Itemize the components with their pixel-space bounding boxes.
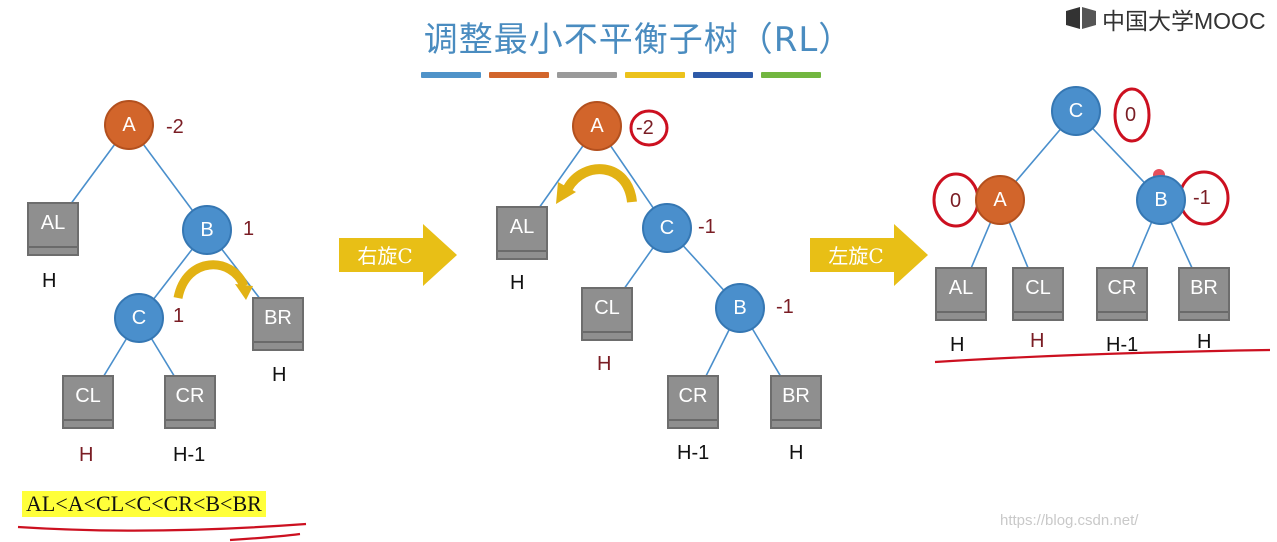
watermark: https://blog.csdn.net/	[1000, 512, 1139, 529]
height-br: H	[272, 364, 287, 386]
annotation-circle	[1113, 87, 1151, 143]
node-c-label: C	[131, 306, 147, 329]
balance-c: 1	[173, 305, 185, 327]
color-bar-segment	[557, 72, 617, 78]
subtree-br: BR	[1178, 267, 1230, 321]
rotate-right-label: 右旋C	[357, 244, 413, 268]
annotation-underline	[934, 348, 1271, 364]
node-c-label: C	[659, 216, 675, 239]
arrow-right-icon	[810, 224, 928, 286]
color-bar-segment	[625, 72, 685, 78]
balance-a: -2	[166, 116, 184, 138]
annotation-underline	[229, 532, 301, 542]
node-c: C	[1051, 86, 1101, 136]
rotate-left-arrow: 左旋C	[808, 222, 930, 288]
subtree-cl-label: CL	[75, 385, 101, 407]
balance-b: -1	[776, 296, 794, 318]
node-b: B	[182, 205, 232, 255]
color-bar-segment	[421, 72, 481, 78]
slide-title: 调整最小不平衡子树（RL）	[423, 20, 854, 60]
balance-c: -1	[698, 216, 716, 238]
rotate-right-arrow: 右旋C	[337, 222, 459, 288]
subtree-cr: CR	[667, 375, 719, 429]
node-a: A	[104, 100, 154, 150]
subtree-cl: CL	[1012, 267, 1064, 321]
node-c: C	[642, 203, 692, 253]
annotation-circle	[629, 109, 669, 147]
balance-a: -2	[636, 117, 654, 139]
rotate-right-curve-icon	[173, 260, 253, 300]
mooc-logo-text: 中国大学MOOC	[1102, 8, 1266, 34]
node-a-label: A	[122, 113, 136, 136]
height-br: H	[1197, 331, 1212, 353]
height-al: H	[42, 270, 57, 292]
subtree-cr-label: CR	[175, 385, 205, 407]
balance-a: 0	[950, 190, 962, 212]
subtree-br-label: BR	[1190, 277, 1218, 299]
balance-b: -1	[1193, 187, 1211, 209]
node-a: A	[975, 175, 1025, 225]
color-bar-segment	[761, 72, 821, 78]
mooc-logo: 中国大学MOOC	[1064, 2, 1266, 36]
node-a-label: A	[993, 188, 1007, 211]
node-b: B	[715, 283, 765, 333]
mooc-logo-icon	[1066, 7, 1096, 29]
rotate-left-curve-icon	[556, 164, 637, 204]
height-cl: H	[1030, 330, 1045, 352]
node-a-label: A	[590, 114, 604, 137]
node-b: B	[1136, 175, 1186, 225]
subtree-cl-label: CL	[594, 297, 620, 319]
height-br: H	[789, 442, 804, 464]
subtree-al: AL	[935, 267, 987, 321]
subtree-cl: CL	[581, 287, 633, 341]
color-bar-segment	[693, 72, 753, 78]
subtree-br-label: BR	[264, 307, 292, 329]
ordering-inequality: AL<A<CL<C<CR<B<BR	[22, 491, 266, 517]
node-b-label: B	[1154, 188, 1168, 211]
node-b-label: B	[200, 218, 214, 241]
subtree-br: BR	[770, 375, 822, 429]
rotate-left-label: 左旋C	[828, 244, 884, 268]
height-cl: H	[79, 444, 94, 466]
subtree-al-label: AL	[948, 277, 974, 299]
subtree-br-label: BR	[782, 385, 810, 407]
subtree-cr: CR	[164, 375, 216, 429]
height-cl: H	[597, 353, 612, 375]
height-al: H	[950, 334, 965, 356]
height-cr: H-1	[173, 444, 206, 466]
height-al: H	[510, 272, 525, 294]
subtree-al-label: AL	[509, 216, 535, 238]
subtree-al: AL	[27, 202, 79, 256]
color-bar-segment	[489, 72, 549, 78]
node-c: C	[114, 293, 164, 343]
height-cr: H-1	[1106, 334, 1139, 356]
subtree-al-label: AL	[40, 212, 66, 234]
node-a: A	[572, 101, 622, 151]
subtree-cr-label: CR	[678, 385, 708, 407]
balance-c: 0	[1125, 104, 1137, 126]
subtree-al: AL	[496, 206, 548, 260]
subtree-cl-label: CL	[1025, 277, 1051, 299]
annotation-underline	[17, 522, 307, 532]
subtree-cl: CL	[62, 375, 114, 429]
node-b-label: B	[733, 296, 747, 319]
node-c-label: C	[1068, 99, 1084, 122]
subtree-cr-label: CR	[1107, 277, 1137, 299]
arrow-right-icon	[339, 224, 457, 286]
subtree-cr: CR	[1096, 267, 1148, 321]
height-cr: H-1	[677, 442, 710, 464]
subtree-br: BR	[252, 297, 304, 351]
balance-b: 1	[243, 218, 255, 240]
